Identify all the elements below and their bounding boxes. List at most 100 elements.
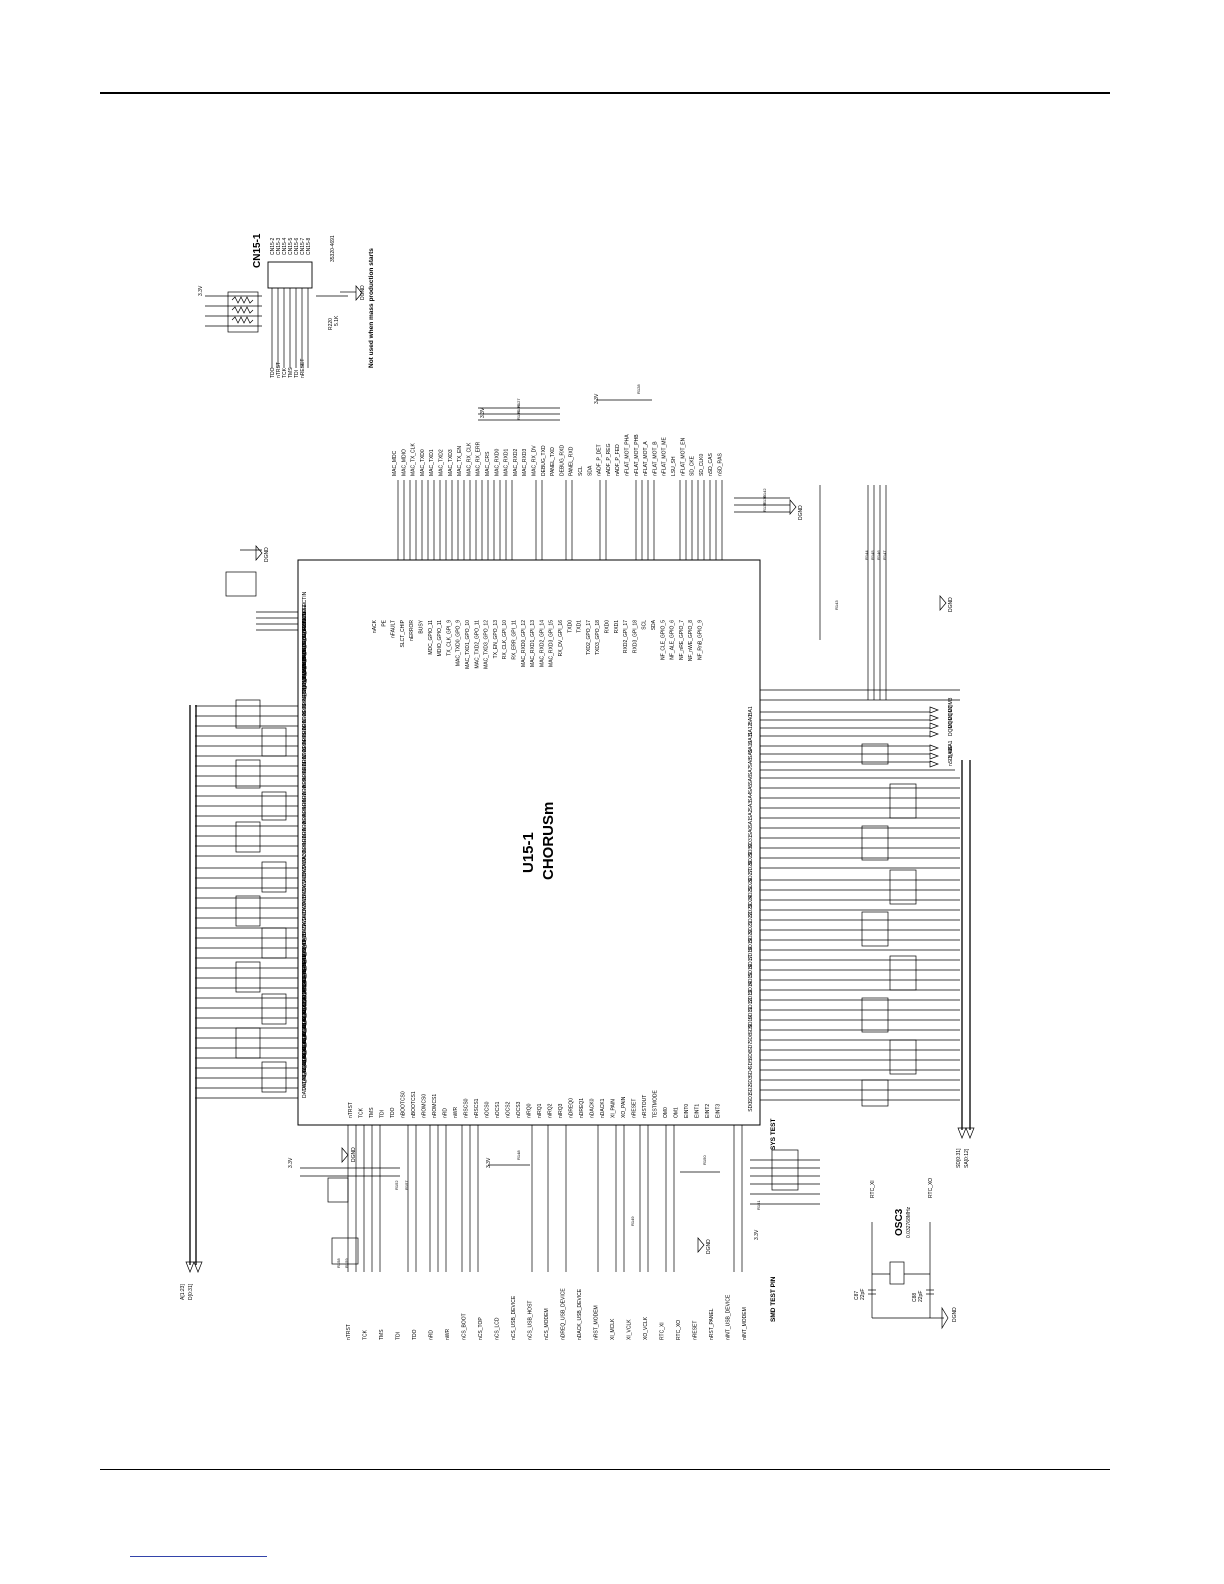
oscillator-net-out: RTC_XO xyxy=(928,1178,934,1198)
chip-pin-label: ADDR6 xyxy=(302,800,308,817)
connector-note: Not used when mass production starts xyxy=(368,248,375,368)
chip-pin-label: DATA5_NFCON_IO_5 xyxy=(302,1011,308,1061)
chip-pin-label: MAC_TXD3_GPO_12 xyxy=(484,620,490,669)
chip-pin-label: nDACK0 xyxy=(590,1098,596,1118)
net-label: PANEL_TXD xyxy=(550,447,556,476)
chip-pin-label: EINT0 xyxy=(684,1104,690,1118)
connector-signal: TMS xyxy=(288,367,294,378)
connector-pin: CN15-2 xyxy=(270,238,276,255)
net-label: nRST_PANEL xyxy=(709,1308,715,1340)
chip-pin-label: PPD4_TESTOUT4 xyxy=(302,626,308,668)
chip-pin-label: MAC_TXD0_GPO_9 xyxy=(456,620,462,666)
net-label: nCS_MODEM xyxy=(544,1308,550,1340)
sdram-addr-bus-label: SA[0:12] xyxy=(964,1148,970,1168)
chip-pin-label: TXD0 xyxy=(567,620,573,633)
chip-pin-label: RXD3_GPI_18 xyxy=(632,620,638,653)
net-label: nCS_BOOT xyxy=(462,1313,468,1340)
chip-pin-label: nRSTOUT xyxy=(642,1095,648,1118)
footer-link-underline[interactable] xyxy=(130,1556,267,1557)
connector-pin-labels: CN15-2 CN15-3 CN15-4 CN15-5 CN15-6 CN15-… xyxy=(270,238,312,255)
resistor-label: R152 xyxy=(394,1180,399,1190)
chip-pin-label: RXD2_GPI_17 xyxy=(623,620,629,653)
chip-pin-label: nBOOTCS0 xyxy=(401,1091,407,1118)
chip-pin-label: ADDR11 xyxy=(302,761,308,781)
chip-pin-label: DATA27 xyxy=(302,880,308,898)
chip-pin-label: SD21 xyxy=(748,921,754,934)
resistor-label: R127 xyxy=(516,398,521,408)
connector-pin: CN15-8 xyxy=(306,238,312,255)
resistor-label: R137 xyxy=(762,502,767,512)
resistor-label: R147 xyxy=(882,550,887,560)
chip-pin-label: ADDR20_CfgBusWidth xyxy=(302,664,308,716)
net-label: MAC_RX_DV xyxy=(532,445,538,476)
chip-pin-label: SD1 xyxy=(748,1093,754,1103)
net-label: XI_VCLK xyxy=(627,1319,633,1340)
chip-pin-label: nOCS1 xyxy=(495,1101,501,1118)
chip-pin-label: DATA24 xyxy=(302,902,308,920)
chip-pin-label: ADDR16 xyxy=(302,725,308,745)
chip-pin-label: SD28 xyxy=(748,861,754,874)
ground-label: DGND xyxy=(948,597,954,612)
chip-pin-label: EINT2 xyxy=(705,1104,711,1118)
resistor-label: R139 xyxy=(762,495,767,505)
chip-pin-label: ADDR4 xyxy=(302,814,308,831)
net-label: TMS xyxy=(379,1329,385,1340)
chip-pin-label: DATA11_NFCON_IO_11 xyxy=(302,962,308,1017)
connector-signal-labels: TDO nTRST TCK TMS TDI nRESET xyxy=(270,359,306,378)
connector-supply: 3.3V xyxy=(198,285,204,296)
resistor-label: R150 xyxy=(702,1155,707,1165)
chip-pin-label: SD13 xyxy=(748,990,754,1003)
chip-pin-label: SA8 xyxy=(748,758,754,768)
chip-pin-label: nRESET xyxy=(632,1099,638,1118)
chip-pin-label: SD22 xyxy=(748,913,754,926)
net-label: RTC_XO xyxy=(676,1320,682,1340)
chip-pin-label: SD16 xyxy=(748,964,754,977)
chip-pin-label: BUSY xyxy=(419,619,425,633)
chip-pin-label: SA4 xyxy=(748,792,754,802)
chip-pin-label: SA1 xyxy=(748,818,754,828)
chip-pin-label: SA3 xyxy=(748,801,754,811)
chip-pin-label: TX_EN_GPO_13 xyxy=(493,620,499,659)
chip-pin-label: nIRQ3 xyxy=(558,1103,564,1118)
chip-pin-label: DATA18 xyxy=(302,946,308,964)
net-label: nCS_TOP xyxy=(478,1317,484,1340)
chip-pin-label: DATA21 xyxy=(302,924,308,942)
chip-pin-label: TDI xyxy=(380,1110,386,1118)
chip-pin-label: SD18 xyxy=(748,947,754,960)
net-label: nFLAT_MOT_EN xyxy=(680,437,686,476)
chip-pin-label: RX_CLK_GPI_10 xyxy=(502,620,508,659)
connector-part: 35320-4691 xyxy=(330,235,336,262)
oscillator-cap1-value: 22pF xyxy=(860,1289,866,1300)
resistor-label: R144 xyxy=(864,550,869,560)
chip-pin-label: nTRST xyxy=(348,1102,354,1118)
resistor-label: R142 xyxy=(762,488,767,498)
chip-pin-label: NF_RnB_GPIO_9 xyxy=(698,620,704,660)
supply-label: 3.3V xyxy=(754,1229,760,1240)
chip-pin-label: ADDR7 xyxy=(302,792,308,809)
chip-designator: U15-1 xyxy=(520,832,537,873)
net-label: MAC_RXD3 xyxy=(522,449,528,476)
chip-pin-label: nDREQ1 xyxy=(579,1098,585,1118)
connector-resistor: R220 xyxy=(328,318,334,330)
net-label: MAC_RX_ERR xyxy=(476,441,482,476)
chip-pin-label: SD25 xyxy=(748,887,754,900)
net-label: nTRST xyxy=(346,1324,352,1340)
chip-sdram-pin-labels: SD0SD1SD2SD3SD4SD5SD6SD7SD8SD9SD10SD11SD… xyxy=(748,706,754,1112)
chip-pin-label: ADDR14 xyxy=(302,739,308,759)
sdram-data-bus-label: SD[0:31] xyxy=(956,1148,962,1168)
oscillator-circuit xyxy=(868,1222,949,1330)
chip-pin-label: BA1 xyxy=(748,706,754,716)
chip-pin-label: PPD7_TESTOUT7 xyxy=(302,605,308,647)
chip-pin-label: SD11 xyxy=(748,1007,754,1019)
connector-wires xyxy=(205,288,356,368)
chip-name: CHORUSm xyxy=(540,802,557,880)
chip-pin-label: nFAULT xyxy=(391,620,397,638)
chip-pin-label: DATA8_NFCON_IO_8 xyxy=(302,989,308,1039)
chip-pin-label: SD5 xyxy=(748,1059,754,1069)
resistor-label: R148 xyxy=(516,1150,521,1160)
net-label: nDACK_USB_DEVICE xyxy=(577,1288,583,1340)
connector-pin: CN15-3 xyxy=(276,238,282,255)
oscillator-net-in: RTC_XI xyxy=(870,1180,876,1198)
